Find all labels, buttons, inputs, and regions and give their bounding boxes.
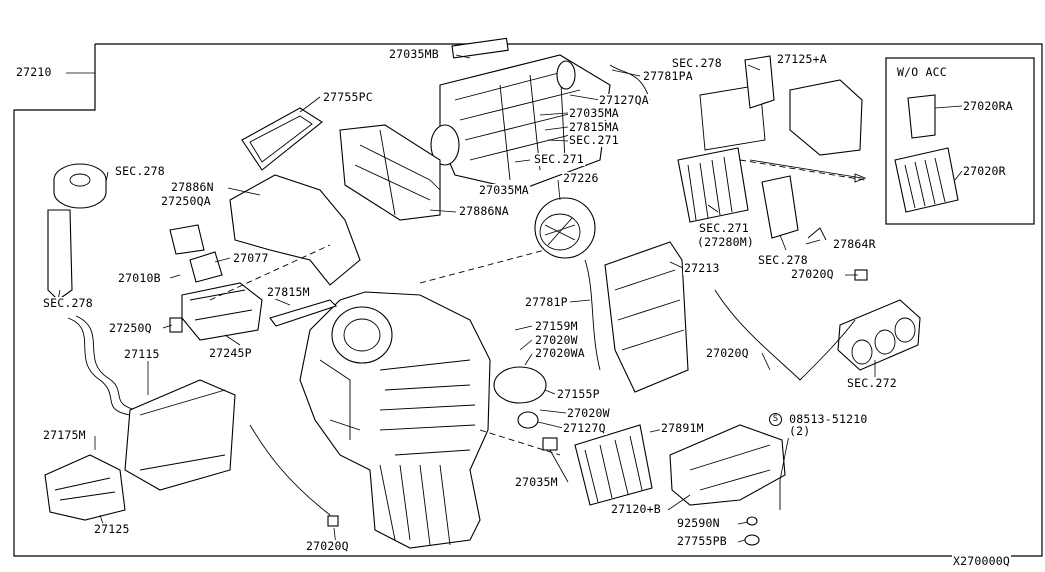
case-27213 (604, 241, 689, 393)
cable-27781pa (609, 64, 651, 101)
label-sec278-b: SEC.278 (114, 164, 166, 178)
label-27020q-2: 27020Q (705, 346, 750, 360)
bracket-left (47, 209, 73, 301)
label-27035ma-2: 27035MA (478, 183, 530, 197)
label-27035mb: 27035MB (388, 47, 440, 61)
label-wo-acc: W/O ACC (896, 65, 948, 79)
label-92590n: 92590N (676, 516, 721, 530)
seal-puck (53, 163, 107, 209)
label-27815m: 27815M (266, 285, 311, 299)
cable-left (249, 424, 331, 516)
evaporator-27280m (677, 84, 766, 223)
actuator-27077 (189, 251, 223, 283)
label-27250q: 27250Q (108, 321, 153, 335)
label-27020q-1: 27020Q (790, 267, 835, 281)
label-27010b: 27010B (117, 271, 162, 285)
dashed-guide-3 (209, 244, 331, 301)
label-27155p: 27155P (556, 387, 601, 401)
label-27891m: 27891M (660, 421, 705, 435)
label-27781p: 27781P (524, 295, 569, 309)
grommet-27755pb (744, 534, 760, 546)
label-bolt-qty: (2) (788, 424, 812, 438)
duct-27125 (44, 454, 126, 521)
label-27125a: 27125+A (776, 52, 828, 66)
diagram-frame (13, 43, 1043, 557)
label-drawing-id: X270000Q (952, 554, 1011, 568)
label-bolt-spec: S 08513-51210 (768, 413, 869, 426)
label-sec271-c: SEC.271 (698, 221, 750, 235)
filter-27020r (894, 147, 959, 213)
label-sec278-a: SEC.278 (671, 56, 723, 70)
label-27020ra: 27020RA (962, 99, 1014, 113)
clip-92590n (746, 516, 758, 526)
label-27280m: (27280M) (696, 235, 755, 249)
label-27210: 27210 (15, 65, 53, 79)
arrow-inset (749, 159, 863, 179)
connector-27020q (327, 515, 339, 527)
label-27886na: 27886NA (458, 204, 510, 218)
bracket-sec278a (744, 55, 775, 109)
gasket-27755pc (241, 107, 323, 171)
label-27020wa: 27020WA (534, 346, 586, 360)
label-27115: 27115 (123, 347, 161, 361)
bolt-part-number: 08513-51210 (789, 412, 868, 426)
heater-unit-housing (299, 291, 491, 549)
label-27020q-3: 27020Q (305, 539, 350, 553)
filter-27020ra (907, 94, 936, 139)
cable-27020q (714, 289, 856, 381)
label-sec278-d: SEC.278 (42, 296, 94, 310)
label-27035ma-1: 27035MA (568, 106, 620, 120)
actuator-27250qa (169, 224, 205, 255)
label-27213: 27213 (683, 261, 721, 275)
label-27077: 27077 (232, 251, 270, 265)
label-27864r: 27864R (832, 237, 877, 251)
label-27250qa: 27250QA (160, 194, 212, 208)
dashed-guide-1 (739, 159, 866, 181)
label-27020w-2: 27020W (566, 406, 611, 420)
label-27175m: 27175M (42, 428, 87, 442)
label-27159m: 27159M (534, 319, 579, 333)
label-sec272: SEC.272 (846, 376, 898, 390)
label-27020r: 27020R (962, 164, 1007, 178)
label-27125: 27125 (93, 522, 131, 536)
label-27226: 27226 (562, 171, 600, 185)
label-sec271-b: SEC.271 (533, 152, 585, 166)
cable-27781p (584, 259, 601, 371)
duct-27886n (229, 124, 441, 286)
actuator-27250q (169, 317, 183, 333)
bracket-sec278c (761, 175, 799, 239)
connector-27035m (542, 437, 558, 451)
actuator-27155p (493, 366, 547, 404)
control-assembly-sec272 (837, 299, 921, 371)
label-sec271-a: SEC.271 (568, 133, 620, 147)
label-27120b: 27120+B (610, 502, 662, 516)
label-27886n: 27886N (170, 180, 215, 194)
label-27755pb: 27755PB (676, 534, 728, 548)
label-27815ma: 27815MA (568, 120, 620, 134)
label-27020w-1: 27020W (534, 333, 579, 347)
label-27127qa: 27127QA (598, 93, 650, 107)
filter-housing-27245p (181, 282, 263, 341)
sensor-27864r (807, 227, 827, 241)
bolt-spec-circle-icon: S (769, 413, 782, 426)
dashed-guide-4 (479, 429, 561, 456)
label-27781pa: 27781PA (642, 69, 694, 83)
duct-27125a (789, 79, 863, 156)
label-27245p: 27245P (208, 346, 253, 360)
label-27755pc: 27755PC (322, 90, 374, 104)
heater-core-27115 (67, 315, 236, 491)
motor-27127q (517, 411, 539, 429)
label-27127q: 27127Q (562, 421, 607, 435)
label-27035m: 27035M (514, 475, 559, 489)
rail-27815m (269, 299, 338, 327)
label-sec278-c: SEC.278 (757, 253, 809, 267)
tray-27120b (669, 424, 786, 506)
blower-motor-27226 (534, 197, 596, 259)
filter-27891m (574, 424, 653, 506)
inset-frame (885, 57, 1035, 225)
dashed-guide-2 (419, 249, 546, 284)
